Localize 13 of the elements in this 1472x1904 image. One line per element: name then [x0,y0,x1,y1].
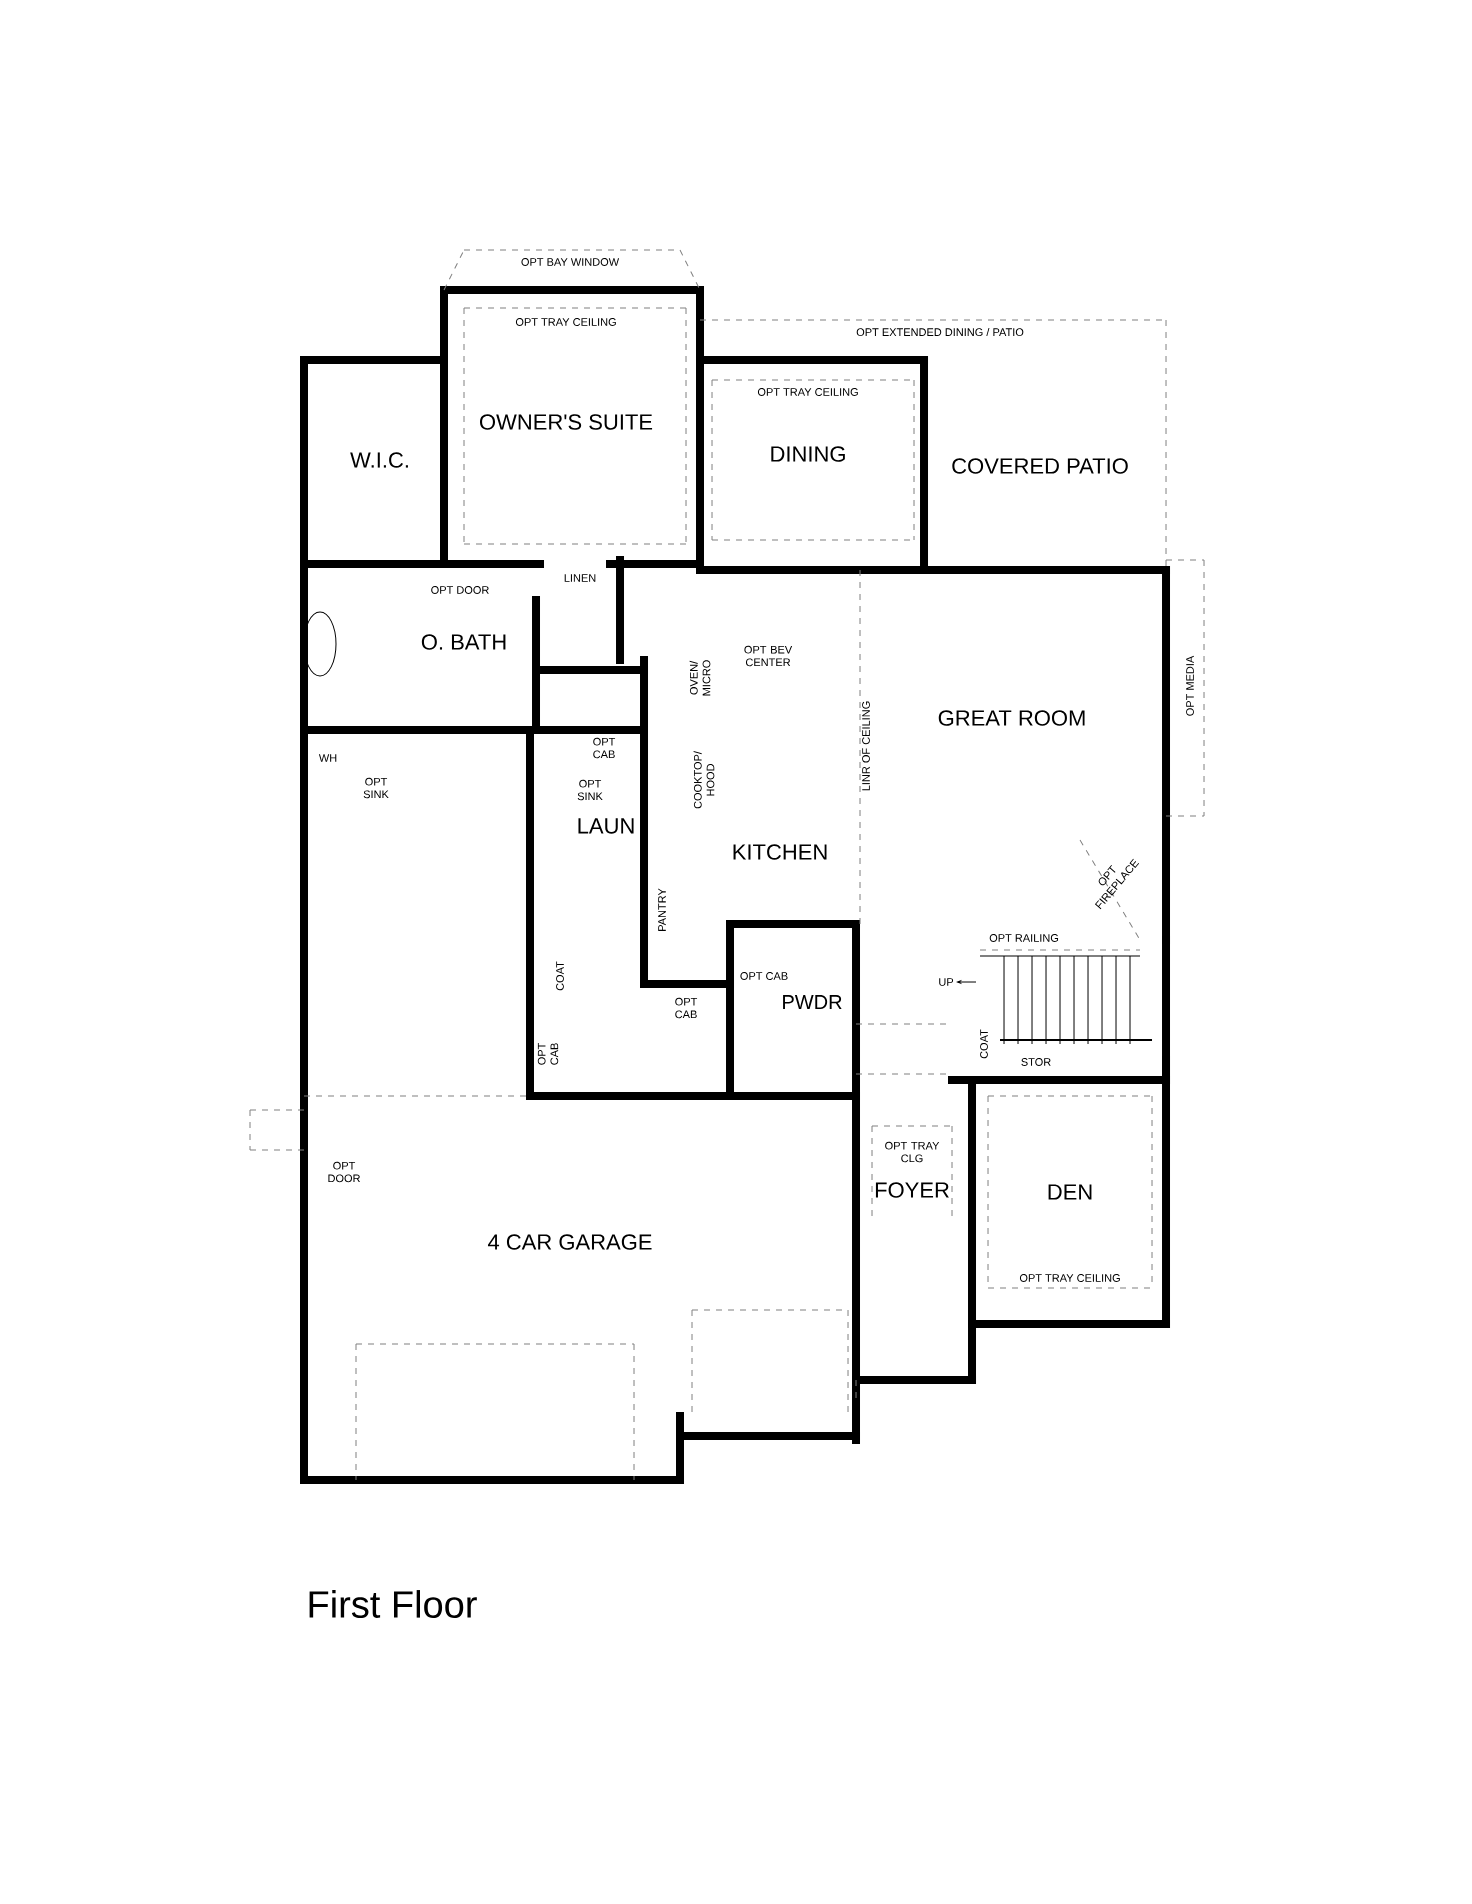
room-label: OWNER'S SUITE [480,414,653,430]
room-label: COVERED PATIO [952,458,1128,474]
room-label: LAUN [578,818,634,834]
room-label: FOYER [875,1182,949,1198]
caption: First Floor [309,1590,477,1618]
room-label: KITCHEN [733,844,827,860]
room-label: GREAT ROOM [938,710,1085,726]
room-label: PWDR [783,995,842,1009]
room-label: O. BATH [421,634,506,650]
room-label: W.I.C. [350,452,408,468]
room-label: DEN [1048,1184,1092,1200]
room-label: DINING [771,446,845,462]
room-label: 4 CAR GARAGE [488,1234,652,1250]
